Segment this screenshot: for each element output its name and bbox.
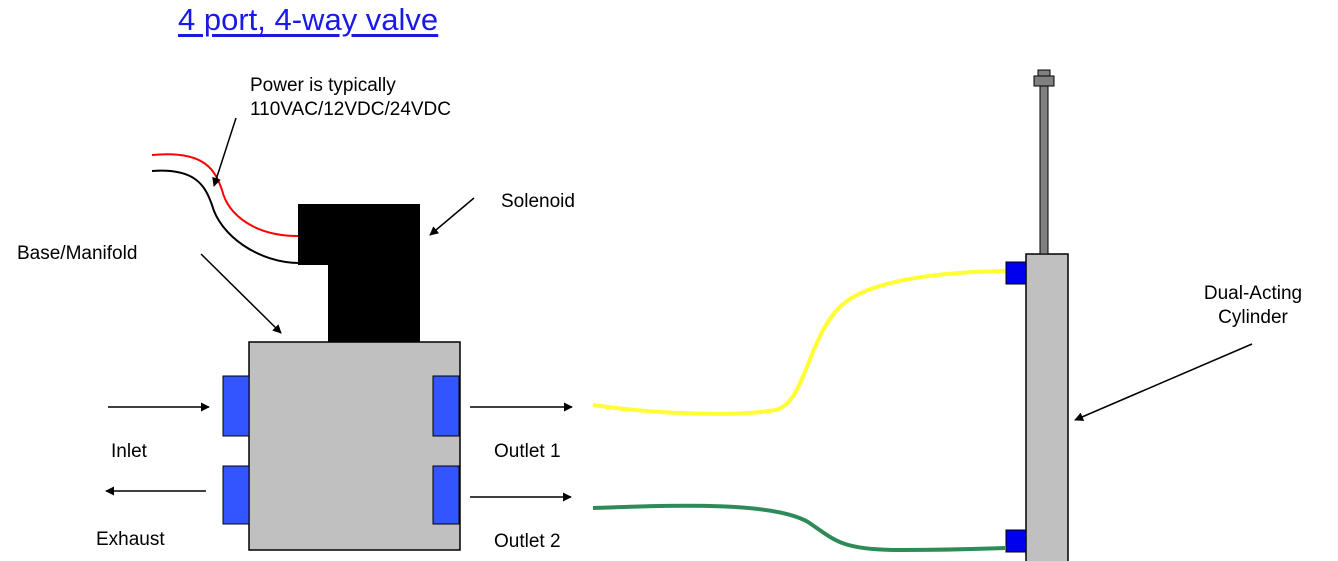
piston-rod (1039, 83, 1049, 255)
power-callout-arrow (212, 117, 237, 187)
cylinder-callout-arrow (1074, 343, 1253, 421)
cylinder-label-line2: Cylinder (1218, 307, 1288, 328)
hose-outlet1 (592, 269, 1006, 416)
power-wire-hot (151, 153, 299, 237)
exhaust-label: Exhaust (96, 529, 165, 550)
outlet1-label: Outlet 1 (494, 441, 561, 462)
solenoid-callout-arrow (429, 197, 475, 236)
cylinder-port-top (1005, 261, 1027, 285)
solenoid-coil (298, 204, 420, 342)
outlet2-label: Outlet 2 (494, 531, 561, 552)
outlet2-port (432, 465, 460, 525)
power-wire-neutral (151, 169, 301, 264)
title-link[interactable]: 4 port, 4-way valve (178, 2, 439, 37)
outlet1-port (432, 375, 460, 437)
inlet-port (222, 375, 250, 437)
cylinder-body (1025, 253, 1069, 561)
power-label-line2: 110VAC/12VDC/24VDC (250, 99, 452, 120)
solenoid-label: Solenoid (501, 191, 575, 212)
inlet-label: Inlet (111, 441, 147, 462)
valve-body (248, 341, 461, 551)
exhaust-port (222, 465, 250, 525)
hose-outlet2 (592, 503, 1006, 553)
cylinder-label-line1: Dual-Acting (1203, 283, 1303, 304)
cylinder-port-bottom (1005, 529, 1027, 553)
power-label-line1: Power is typically (250, 75, 396, 96)
rod-end-cap (1033, 69, 1055, 87)
base-manifold-label: Base/Manifold (17, 243, 138, 264)
manifold-callout-arrow (200, 253, 282, 334)
